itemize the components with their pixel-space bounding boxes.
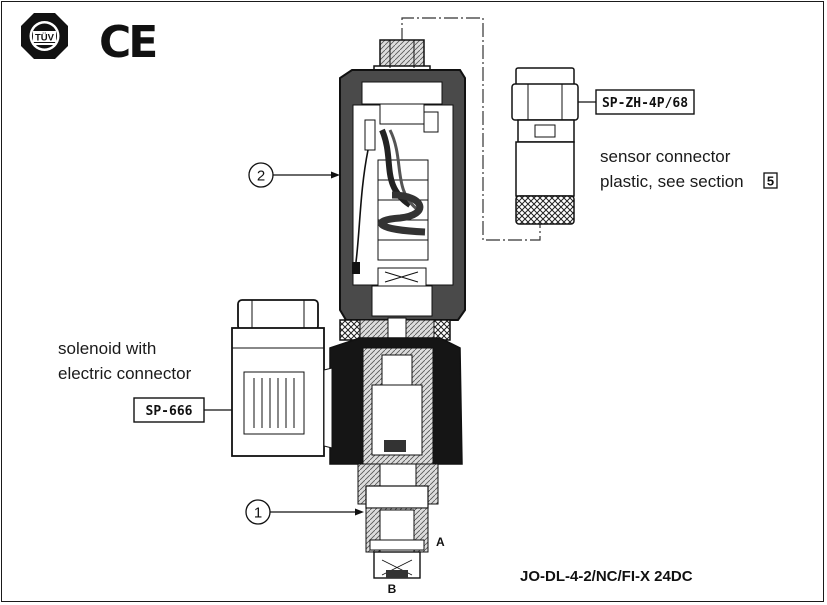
solenoid-connector <box>231 299 333 457</box>
section-ref-box <box>763 172 778 189</box>
sensor-connector-label-line1: sensor connector <box>600 147 731 166</box>
marker-1-label: 1 <box>254 505 262 522</box>
sensor-connector-code: SP-ZH-4P/68 <box>602 96 688 111</box>
sensor-code-box <box>595 89 695 115</box>
marker-2-label: 2 <box>257 168 265 185</box>
tuv-logo: TÜV <box>21 13 68 59</box>
sensor-connector <box>511 67 579 225</box>
model-code: JO-DL-4-2/NC/FI-X 24DC <box>520 568 693 585</box>
solenoid-label-line1: solenoid with <box>58 339 156 358</box>
port-a-label: A <box>436 535 445 549</box>
solenoid-code: SP-666 <box>146 404 193 419</box>
tuv-logo-text: TÜV <box>35 33 55 44</box>
solenoid-label-line2: electric connector <box>58 364 192 383</box>
sensor-connection-line <box>401 17 541 241</box>
sensor-section-ref: 5 <box>767 174 774 189</box>
sensor-connector-label-line2: plastic, see section <box>600 172 744 191</box>
ce-mark: CE <box>99 17 155 68</box>
port-b-label: B <box>388 582 397 596</box>
valve-assembly <box>329 39 466 579</box>
